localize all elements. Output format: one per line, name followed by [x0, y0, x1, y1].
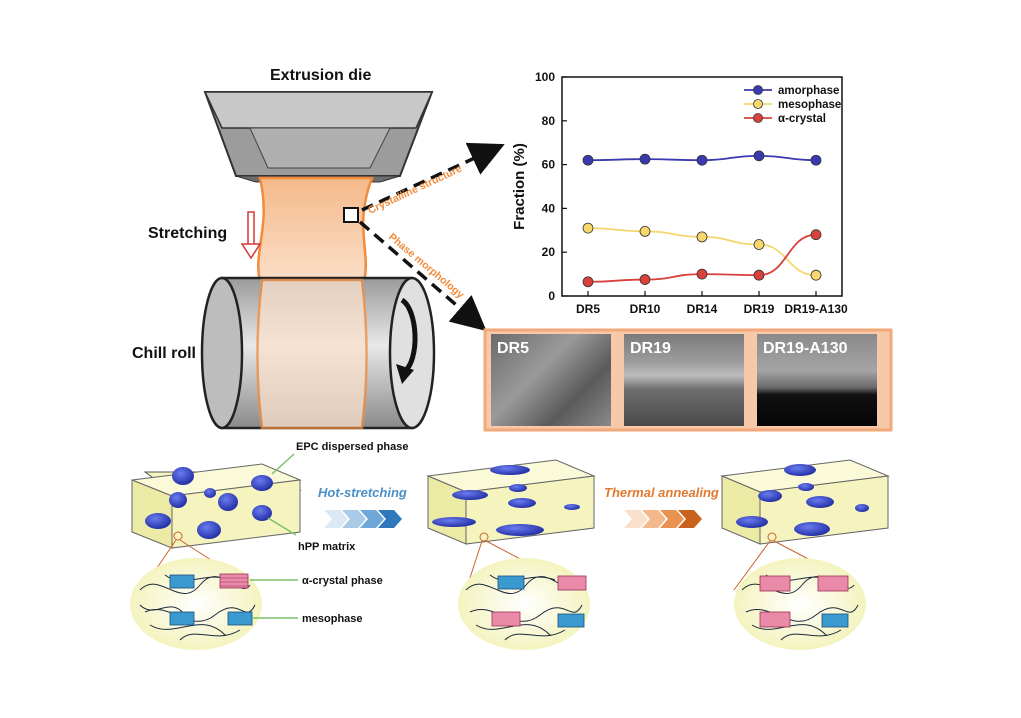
- data-point: [696, 268, 708, 280]
- y-tick-label: 40: [542, 201, 556, 215]
- data-point: [810, 229, 822, 241]
- mesophase-label: mesophase: [302, 613, 363, 625]
- legend-marker: [753, 99, 763, 109]
- epc-dispersed-phase-label: EPC dispersed phase: [296, 441, 409, 453]
- hpp-matrix-label: hPP matrix: [298, 541, 356, 553]
- chain-network-annealed: [734, 558, 866, 650]
- stretching-arrow-icon: [240, 211, 262, 260]
- data-point: [639, 225, 651, 237]
- thermal-annealing-chevrons: [624, 510, 702, 528]
- data-point: [582, 154, 594, 166]
- sem-image-dr19-a130: DR19-A130: [757, 334, 877, 426]
- x-tick-label: DR5: [576, 302, 600, 316]
- crystalline-structure-arrow: [361, 142, 505, 212]
- data-point: [753, 239, 765, 250]
- chain-network-stretched: [458, 558, 590, 650]
- sem-image-dr19: DR19: [624, 334, 744, 426]
- data-point: [810, 154, 822, 166]
- chill-roll: [200, 276, 436, 430]
- x-tick-label: DR10: [630, 302, 661, 316]
- chill-roll-label: Chill roll: [132, 345, 196, 362]
- data-point: [639, 153, 651, 165]
- x-tick-label: DR19-A130: [784, 302, 848, 316]
- sem-image-dr5: DR5: [491, 334, 611, 426]
- legend-label: α-crystal: [778, 113, 826, 125]
- y-tick-label: 0: [548, 289, 555, 303]
- x-tick-label: DR14: [687, 302, 718, 316]
- epc-particles-stretched: [432, 465, 580, 536]
- y-tick-label: 80: [542, 114, 556, 128]
- thermal-annealing-label: Thermal annealing: [604, 485, 719, 500]
- y-tick-label: 100: [535, 70, 555, 84]
- epc-particles-annealed: [736, 464, 869, 536]
- sem-label: DR19-A130: [763, 340, 848, 357]
- stretching-label: Stretching: [148, 225, 227, 242]
- zoom-box: [343, 207, 359, 223]
- plot-area: [561, 76, 843, 297]
- data-point: [639, 274, 651, 285]
- data-point: [696, 231, 708, 243]
- data-point: [582, 222, 594, 234]
- alpha-crystal-phase-label: α-crystal phase: [302, 575, 383, 587]
- extrusion-die-label: Extrusion die: [270, 67, 371, 84]
- epc-particles-initial: [145, 467, 273, 539]
- legend-label: mesophase: [778, 99, 841, 111]
- hot-stretching-label: Hot-stretching: [318, 485, 407, 500]
- legend-marker: [753, 113, 763, 123]
- y-tick-label: 60: [542, 158, 556, 172]
- sem-label: DR5: [497, 340, 530, 357]
- phase-morphology-arrow: [358, 220, 487, 332]
- sem-label: DR19: [630, 340, 671, 357]
- stretched-film: [257, 176, 374, 290]
- data-point: [696, 154, 708, 166]
- chain-network-initial: [130, 558, 262, 650]
- extrusion-die: [203, 91, 434, 183]
- legend-label: amorphase: [778, 85, 839, 97]
- rotation-arrow-icon: [396, 297, 418, 384]
- block-annealed: [720, 459, 890, 545]
- data-point: [753, 269, 765, 281]
- alpha-crystal-domain: [219, 573, 249, 589]
- x-tick-label: DR19: [744, 302, 775, 316]
- y-tick-label: 20: [542, 245, 556, 259]
- legend-marker: [753, 85, 763, 95]
- data-point: [810, 269, 822, 281]
- data-point: [753, 150, 765, 162]
- data-point: [582, 276, 594, 288]
- hot-stretching-chevrons: [324, 510, 402, 528]
- y-axis-label: Fraction (%): [511, 143, 528, 230]
